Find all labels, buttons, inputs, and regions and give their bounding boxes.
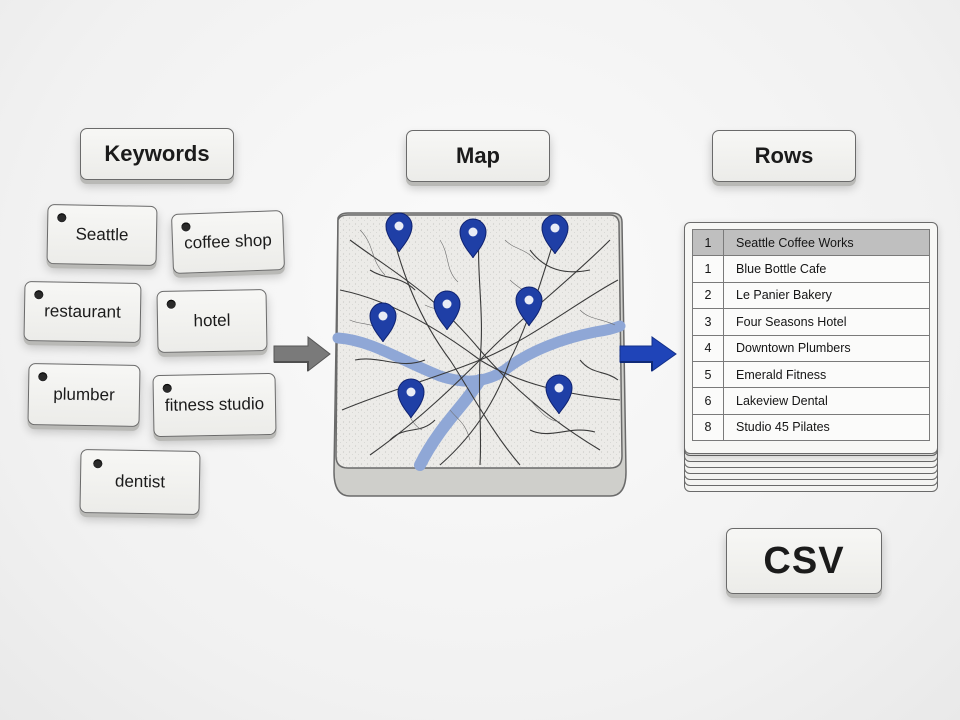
row-number: 2	[693, 282, 724, 309]
keyword-chip-hotel: hotel	[156, 289, 268, 353]
csv-output-tile: CSV	[726, 528, 882, 594]
river	[332, 320, 626, 387]
keyword-chip-coffee-shop: coffee shop	[170, 210, 286, 274]
row-name: Lakeview Dental	[736, 394, 828, 409]
chip-hole	[38, 372, 48, 382]
keyword-chip-fitness-studio: fitness studio	[152, 372, 277, 438]
keyword-label: hotel	[193, 310, 231, 331]
row-number: 1	[693, 256, 724, 282]
table-row: 3 Four Seasons Hotel	[692, 309, 930, 336]
map-pin-icon	[385, 212, 413, 253]
map-pin-icon	[433, 290, 461, 331]
map-header: Map	[406, 130, 550, 182]
keywords-header: Keywords	[80, 128, 234, 180]
keyword-label: dentist	[114, 471, 166, 492]
arrow-right-icon	[619, 336, 677, 372]
map-pin-icon	[541, 214, 569, 255]
row-name: Studio 45 Pilates	[736, 420, 830, 435]
chip-hole	[57, 213, 67, 223]
keyword-label: restaurant	[44, 301, 121, 322]
row-name: Four Seasons Hotel	[736, 314, 847, 329]
row-number: 6	[693, 388, 724, 414]
keyword-chip-plumber: plumber	[27, 363, 141, 427]
row-number: 4	[693, 335, 724, 361]
chip-hole	[34, 290, 44, 300]
row-name: Seattle Coffee Works	[736, 235, 854, 250]
row-name: Blue Bottle Cafe	[736, 262, 827, 277]
keyword-label: coffee shop	[183, 230, 273, 253]
arrow-right-icon	[273, 335, 331, 373]
keyword-chip-restaurant: restaurant	[23, 280, 142, 344]
street-network	[339, 219, 621, 466]
keyword-label: fitness studio	[164, 394, 265, 415]
table-row: 2 Le Panier Bakery	[692, 282, 930, 310]
map-pin-icon	[369, 302, 397, 343]
rows-header: Rows	[712, 130, 856, 182]
map-pin-icon	[515, 286, 543, 327]
map-pin-icon	[545, 374, 573, 415]
map-illustration	[332, 212, 627, 497]
table-row: 8 Studio 45 Pilates	[692, 414, 930, 442]
row-number: 3	[693, 309, 724, 335]
map-block	[330, 210, 630, 500]
row-name: Le Panier Bakery	[736, 288, 832, 303]
table-row: 6 Lakeview Dental	[692, 388, 930, 415]
chip-hole	[93, 459, 103, 469]
table-row: 4 Downtown Plumbers	[692, 335, 930, 362]
row-name: Downtown Plumbers	[736, 341, 851, 356]
keyword-label: plumber	[53, 384, 115, 405]
map-pin-icon	[397, 378, 425, 419]
map-pin-icon	[459, 218, 487, 259]
map-pins	[369, 212, 573, 419]
row-number: 8	[693, 414, 724, 441]
table-row: 5 Emerald Fitness	[692, 361, 930, 389]
chip-hole	[162, 383, 172, 393]
row-name: Emerald Fitness	[736, 367, 827, 382]
table-row: 1 Blue Bottle Cafe	[692, 256, 930, 283]
table-row: 1 Seattle Coffee Works	[692, 229, 930, 257]
keyword-chip-dentist: dentist	[79, 448, 201, 516]
keyword-chip-seattle: Seattle	[46, 204, 158, 266]
chip-hole	[181, 222, 191, 232]
row-number: 5	[693, 361, 724, 388]
keyword-label: Seattle	[75, 224, 129, 245]
chip-hole	[166, 299, 176, 309]
row-number: 1	[693, 230, 724, 256]
